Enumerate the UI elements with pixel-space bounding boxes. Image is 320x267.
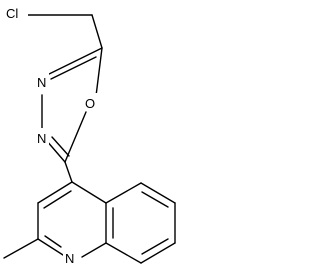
bond-c5-c6-inner bbox=[141, 191, 169, 208]
molecule-diagram: Cl N N O N bbox=[3, 4, 176, 266]
bond-c4q-c4a bbox=[71, 181, 107, 204]
chlorine-label: Cl bbox=[6, 6, 18, 21]
bond-c5-c6 bbox=[140, 182, 176, 204]
bond-c8-c8a bbox=[105, 242, 142, 264]
nitrogen-upper-label: N bbox=[37, 75, 46, 90]
label-bg-o bbox=[83, 93, 99, 111]
bond-n3-c2-double bbox=[45, 139, 66, 163]
bond-c2q-methyl bbox=[3, 238, 39, 259]
bond-c3-c4q-double bbox=[37, 181, 73, 204]
bond-c8a-n1 bbox=[81, 242, 107, 258]
label-bg-cl bbox=[4, 4, 28, 22]
quinoline-nitrogen-label: N bbox=[65, 251, 74, 266]
bond-n1-c2q bbox=[37, 238, 64, 256]
bond-n3-c2-inner bbox=[51, 136, 70, 157]
bond-c7-c8 bbox=[140, 242, 176, 264]
bond-c2-o1 bbox=[64, 111, 87, 163]
nitrogen-lower-label: N bbox=[37, 131, 46, 146]
label-bg-n4 bbox=[35, 72, 49, 90]
bond-n1-c2q-inner bbox=[44, 235, 62, 248]
label-bg-n3 bbox=[35, 128, 49, 146]
bond-ch2-c5 bbox=[91, 14, 103, 49]
bond-c2-c4q bbox=[64, 161, 73, 183]
bond-c3-c4q-inner bbox=[43, 190, 72, 209]
label-bg-nq bbox=[63, 248, 79, 266]
bond-c5-n4-inner bbox=[50, 56, 97, 80]
oxygen-label: O bbox=[85, 96, 95, 111]
bond-c7-c8-inner bbox=[141, 238, 169, 255]
bond-o1-c5 bbox=[95, 47, 103, 97]
bond-c5-n4-double bbox=[44, 47, 103, 77]
bond-c4a-c5 bbox=[105, 182, 142, 204]
